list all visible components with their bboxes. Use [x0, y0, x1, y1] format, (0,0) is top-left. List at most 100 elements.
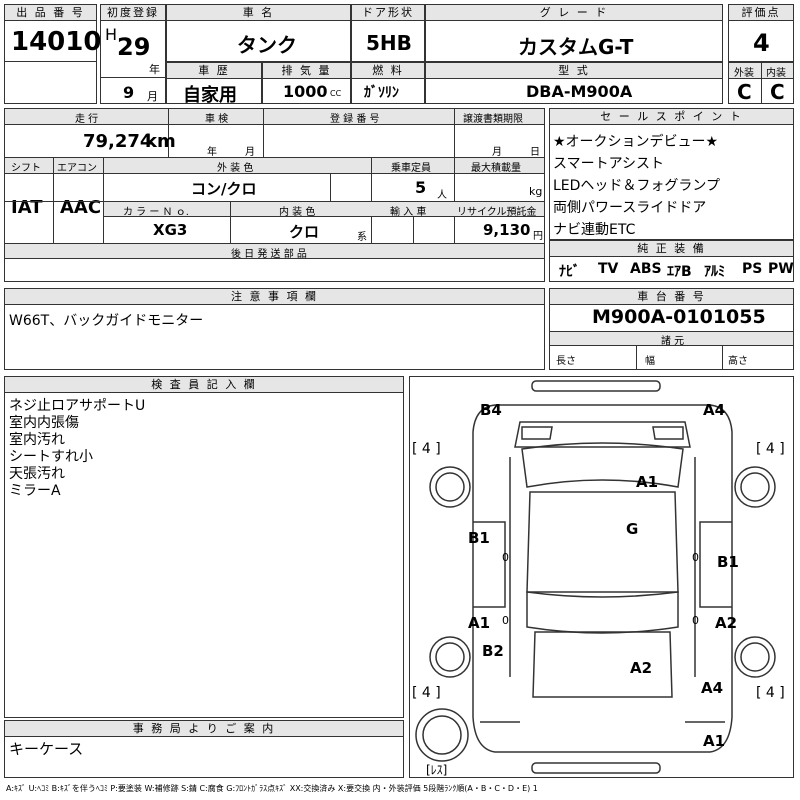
door-type: 5HB	[366, 31, 412, 55]
inspector-line: ミラーA	[9, 483, 61, 499]
ext-color-label: 外 装 色	[217, 163, 254, 174]
month-unit: 月	[147, 90, 158, 103]
vehicle-info-box: 走 行 車 検 登 録 番 号 譲渡書類期限 79,274 km 年 月 月 日…	[4, 108, 545, 282]
int-color-unit: 系	[357, 232, 367, 243]
door-label: ドア形状	[352, 5, 424, 21]
damage-diagram: B4 A4 A1 G B1 B1 A1 A2 B2 A2 A4 A1 [ 4 ]…	[409, 376, 794, 778]
color-no: XG3	[153, 221, 188, 239]
mileage: 79,274	[83, 131, 153, 152]
zero-mark: 0	[692, 551, 699, 564]
divider	[5, 173, 544, 174]
divider	[53, 157, 54, 243]
legend-text: A:ｷｽﾞ U:ﾍｺﾐ B:ｷｽﾞを伴うﾍｺﾐ P:要塗装 W:補修跡 S:錆 …	[6, 784, 538, 793]
damage-mark: B1	[717, 553, 739, 571]
chassis-label: 車 台 番 号	[550, 289, 793, 305]
inspector-line: シートすれ小	[9, 449, 93, 465]
kg-unit: kg	[529, 185, 543, 198]
damage-mark: A1	[636, 473, 659, 491]
grade: カスタムG-T	[518, 35, 634, 59]
tire-score: [ 4 ]	[412, 441, 441, 457]
notes-box: 注 意 事 項 欄 W66T、バックガイドモニター	[4, 288, 545, 370]
divider	[263, 109, 264, 157]
capacity-unit: 人	[437, 190, 447, 201]
displacement-box: 排 気 量 1000 CC	[262, 62, 351, 104]
divider	[5, 243, 544, 244]
transfer-label: 譲渡書類期限	[463, 114, 523, 125]
grade-box: グ レ ー ド カスタムG-T	[425, 4, 723, 62]
spare-tire-label: [ﾚｽ]	[426, 763, 448, 777]
equipment-item: PW	[768, 261, 794, 277]
inspector-line: 天張汚れ	[9, 466, 65, 482]
inspector-line: ネジ止ロアサポートU	[9, 398, 146, 414]
inspection-label: 車 検	[205, 114, 229, 125]
damage-mark: B2	[482, 642, 504, 660]
divider	[5, 124, 544, 125]
inspector-box: 検 査 員 記 入 欄 ネジ止ロアサポートU 室内内張傷 室内汚れ シートすれ小…	[4, 376, 404, 718]
lot-number-label: 出 品 番 号	[5, 5, 96, 21]
damage-mark: B1	[468, 529, 490, 547]
office-box: 事 務 局 よ り ご 案 内 キーケース	[4, 720, 404, 778]
zero-mark: 0	[692, 614, 699, 627]
reg-type-box: 車 歴 自家用	[166, 62, 262, 106]
equipment-item: ﾅﾋﾞ	[559, 264, 580, 280]
zero-mark: 0	[502, 551, 509, 564]
fuel: ｶﾞｿﾘﾝ	[364, 85, 399, 101]
shift-label: シフト	[11, 163, 41, 174]
car-name-box: 車 名 タンク	[166, 4, 351, 62]
divider	[330, 173, 331, 201]
inspector-line: 室内汚れ	[9, 432, 65, 448]
first-registration-box: 初度登録 H 29 年 9 月	[100, 4, 166, 104]
width-label: 幅	[645, 356, 655, 367]
year-unit: 年	[149, 63, 160, 76]
divider	[371, 157, 372, 243]
divider	[722, 345, 723, 369]
km-unit: km	[145, 131, 176, 152]
divider	[5, 157, 544, 158]
divider	[5, 258, 544, 259]
sales-points-label: セ ー ル ス ポ イ ン ト	[550, 109, 793, 125]
door-box: ドア形状 5HB	[351, 4, 425, 62]
fuel-box: 燃 料 ｶﾞｿﾘﾝ	[351, 62, 425, 104]
transfer-month-unit: 月	[492, 147, 502, 158]
sales-point-item: LEDヘッド＆フォグランプ	[553, 178, 721, 194]
ext-label: 外装	[734, 68, 754, 79]
model-box: 型 式 DBA-M900A	[425, 62, 723, 104]
divider	[230, 201, 231, 243]
displacement: 1000	[283, 82, 328, 101]
divider	[168, 109, 169, 157]
cc-unit: CC	[330, 89, 342, 98]
divider	[5, 201, 544, 202]
equipment-item: PS	[742, 261, 763, 277]
office-text: キーケース	[9, 740, 84, 758]
divider	[636, 345, 637, 369]
recycle-label: リサイクル預託金	[457, 207, 537, 218]
header-strip	[5, 244, 544, 258]
ext-int-grade-box: 外装 内装 C C	[728, 62, 794, 104]
equipment-item: ABS	[630, 261, 662, 277]
inspection-month-unit: 月	[245, 147, 255, 158]
reg-year: 29	[117, 33, 151, 61]
chassis-number: M900A-0101055	[592, 306, 766, 328]
int-grade: C	[770, 80, 785, 104]
equipment-item: ｴｱB	[667, 264, 692, 280]
inspector-line: 室内内張傷	[9, 415, 79, 431]
divider	[454, 157, 455, 243]
int-color: クロ	[289, 223, 320, 241]
later-parts-label: 後 日 発 送 部 品	[231, 249, 307, 260]
sales-point-item: 両側パワースライドドア	[553, 200, 707, 216]
ac: AAC	[60, 197, 102, 218]
reg-type: 自家用	[183, 85, 237, 106]
damage-mark: G	[626, 520, 639, 538]
sales-point-item: ナビ連動ETC	[553, 222, 636, 238]
damage-mark: A1	[703, 732, 726, 750]
reg-month: 9	[123, 83, 135, 102]
mileage-label: 走 行	[75, 114, 99, 125]
header-strip	[5, 109, 544, 124]
divider	[101, 77, 165, 78]
grade-label: グ レ ー ド	[426, 5, 722, 21]
displacement-label: 排 気 量	[263, 63, 350, 79]
ac-label: エアコン	[57, 163, 97, 174]
inspection-year-unit: 年	[207, 147, 217, 158]
divider	[413, 217, 414, 243]
divider	[550, 331, 793, 332]
